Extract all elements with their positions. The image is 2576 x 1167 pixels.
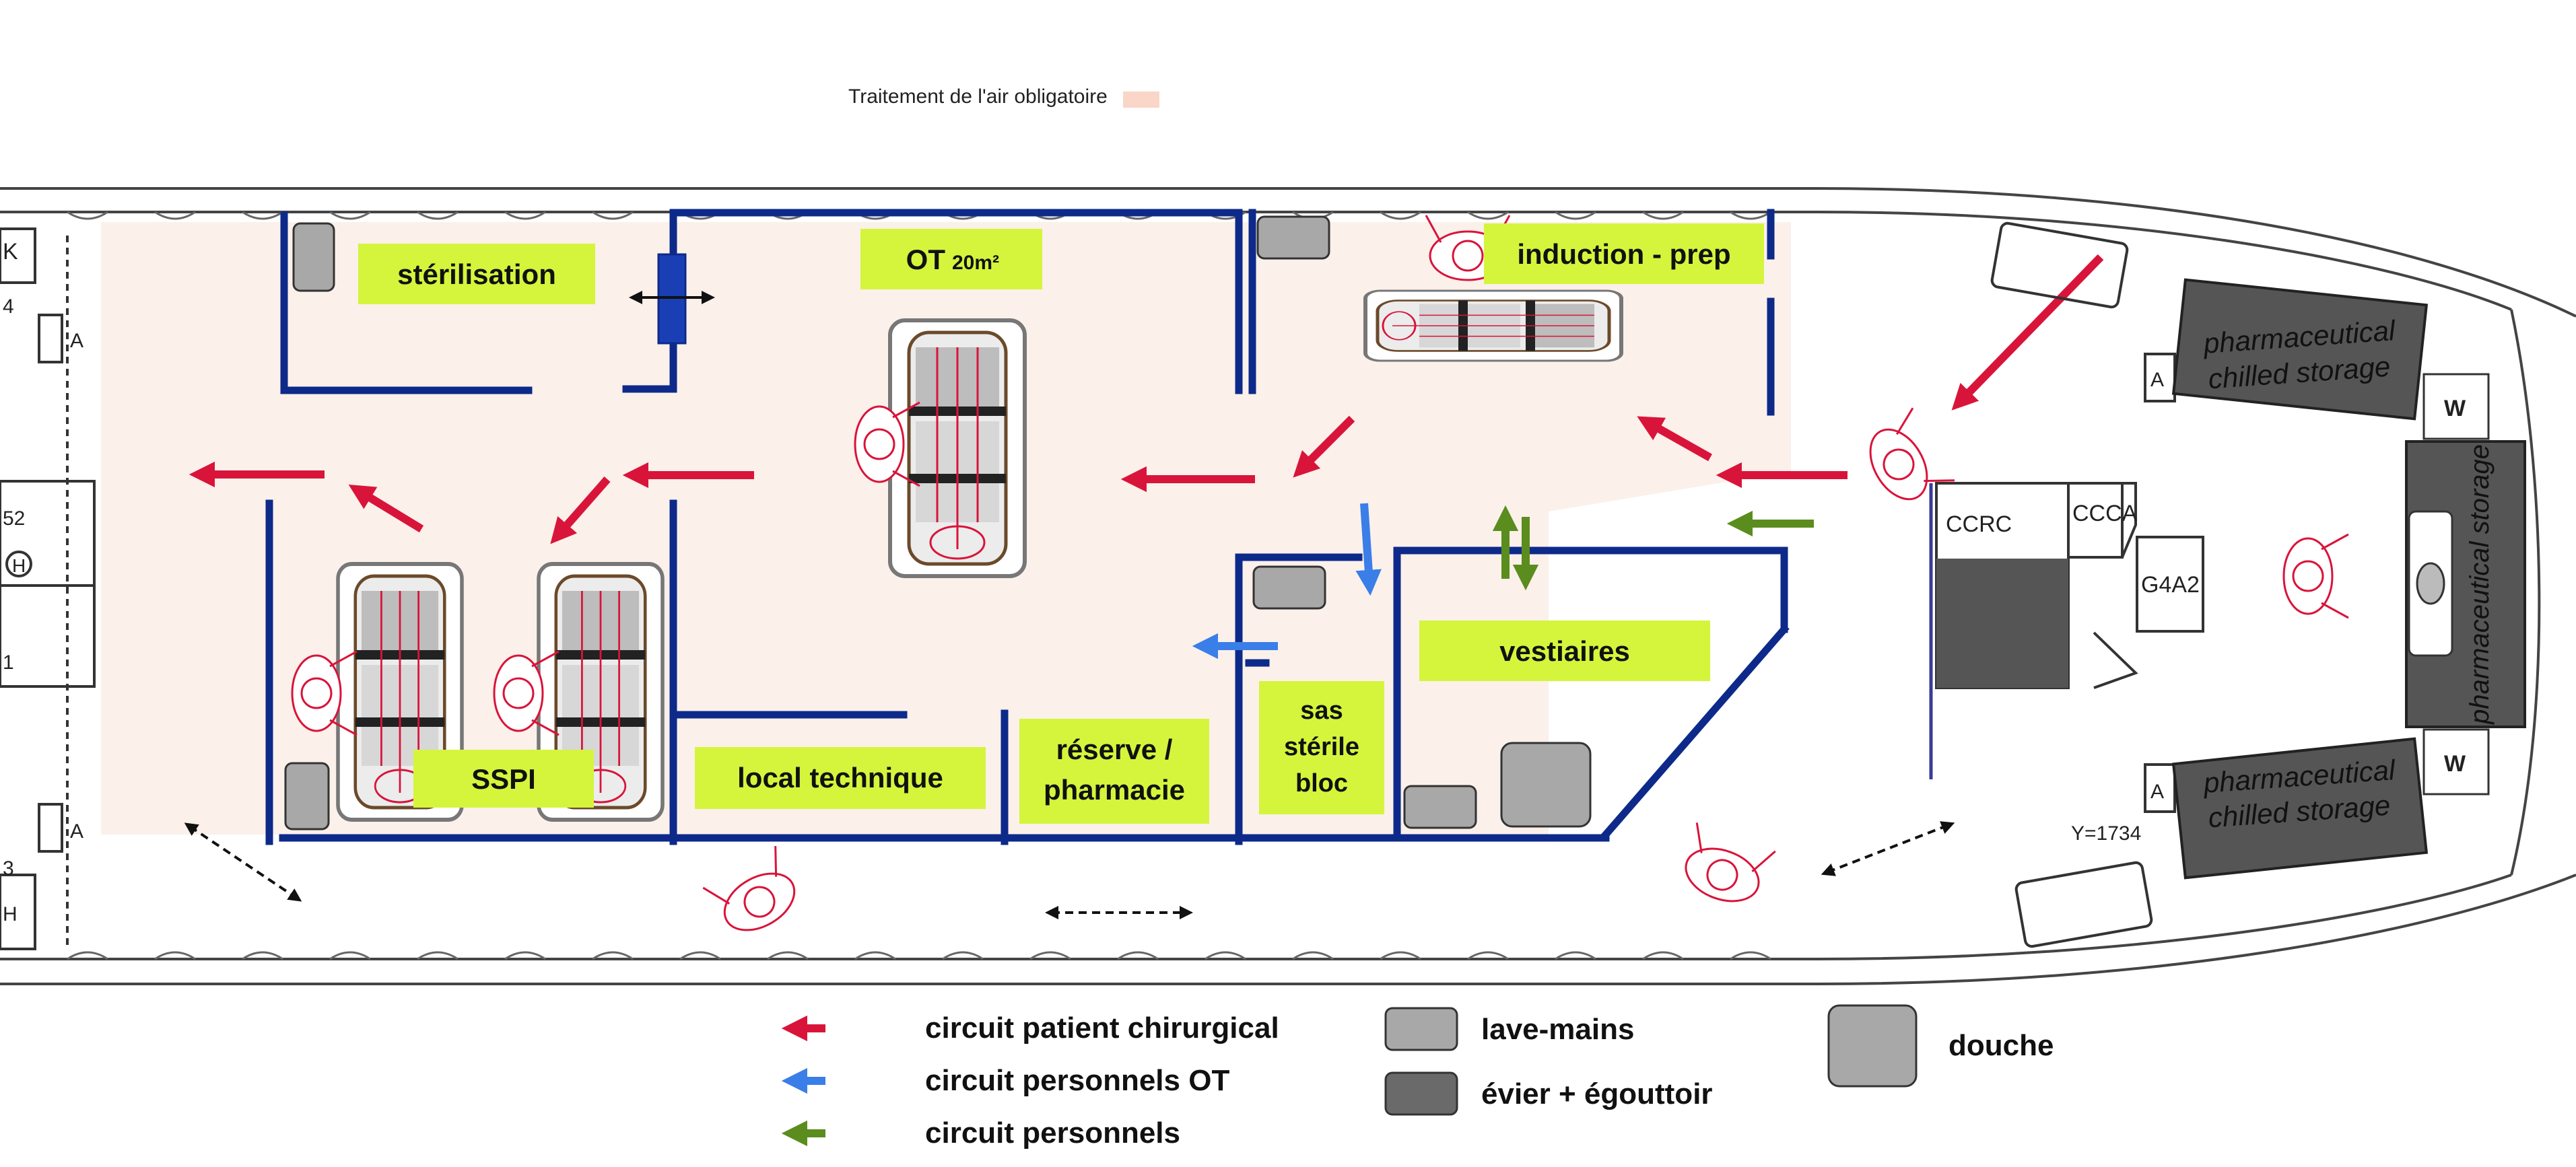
legend-personnel-ot: circuit personnels OT <box>925 1064 1229 1097</box>
legend-personnel: circuit personnels <box>925 1117 1180 1150</box>
label-sas-1: sas <box>1300 697 1343 725</box>
left-label-h2: H <box>3 903 18 925</box>
storage-top: pharmaceutical chilled storage <box>2171 278 2429 421</box>
lave-mains-sspi <box>284 762 330 830</box>
left-edge-modules <box>0 227 96 950</box>
patient-circuit-arrows <box>189 254 2104 544</box>
legend-lave-mains-swatch <box>1384 1007 1458 1051</box>
label-w-top: W <box>2444 396 2466 421</box>
walls <box>265 209 1790 845</box>
window-row-bottom <box>67 951 1771 960</box>
label-sterilisation: stérilisation <box>397 258 556 290</box>
label-local-technique: local technique <box>737 762 943 793</box>
label-ot-area: 20m² <box>952 252 999 274</box>
label-reserve-2: pharmacie <box>1044 774 1185 806</box>
storage-vertical: pharmaceutical storage <box>2405 440 2526 728</box>
left-label-a-top: A <box>70 330 83 352</box>
label-reserve-1: réserve / <box>1056 734 1173 765</box>
left-label-k: K <box>3 239 18 264</box>
label-sas-3: bloc <box>1295 769 1348 798</box>
legend-douche: douche <box>1948 1029 2054 1062</box>
air-treatment-note: Traitement de l'air obligatoire <box>848 85 1108 108</box>
galley-dark-block <box>1936 559 2068 688</box>
douche-vestiaires <box>1500 742 1592 828</box>
left-label-a-bottom: A <box>70 820 83 843</box>
movement-arrows <box>184 821 1955 919</box>
legend-evier: évier + égouttoir <box>1481 1077 1713 1110</box>
window-row-top <box>67 211 1771 220</box>
label-g4a2: G4A2 <box>2141 572 2200 598</box>
fixtures <box>284 215 1592 830</box>
lave-mains-sterilisation <box>292 222 335 292</box>
legend-patient: circuit patient chirurgical <box>925 1012 1279 1045</box>
label-sas-2: stérile <box>1284 733 1359 761</box>
lave-mains-sas <box>1252 565 1326 610</box>
storage-bottom: pharmaceutical chilled storage <box>2171 737 2429 880</box>
legend-douche-swatch <box>1827 1004 1918 1088</box>
induction-bed <box>1365 291 1621 361</box>
label-a-top: A <box>2150 369 2164 391</box>
label-induction: induction - prep <box>1517 238 1730 270</box>
personnel-ot-arrows <box>1192 503 1382 660</box>
label-a-bottom: A <box>2150 781 2164 803</box>
lave-mains-induction <box>1256 215 1330 260</box>
lave-mains-vestiaires <box>1403 785 1477 829</box>
label-sspi: SSPI <box>471 763 536 795</box>
left-label-52: 52 <box>3 507 25 530</box>
w-units <box>2422 373 2490 795</box>
room-labels: stérilisation OT 20m² induction - prep S… <box>358 223 1764 824</box>
personnel-arrows <box>1492 505 1814 591</box>
storage-vertical-label: pharmaceutical storage <box>2465 444 2495 725</box>
label-ccrc: CCRC <box>1946 511 2012 537</box>
label-ot: OT <box>906 244 946 275</box>
legend: circuit patient chirurgical circuit pers… <box>781 1004 2054 1150</box>
label-w-bottom: W <box>2444 751 2466 777</box>
air-treatment-swatch <box>1123 92 1159 108</box>
ot-table <box>890 320 1025 576</box>
left-label-3: 3 <box>3 857 14 880</box>
legend-evier-swatch <box>1384 1071 1458 1116</box>
left-label-4: 4 <box>3 295 14 318</box>
left-label-1: 1 <box>3 651 14 674</box>
fuselage-outline <box>0 187 2576 985</box>
label-vestiaires: vestiaires <box>1499 635 1630 667</box>
label-ccca: CCCA <box>2072 501 2138 526</box>
label-coord: Y=1734 <box>2071 822 2141 845</box>
legend-lave-mains: lave-mains <box>1481 1013 1634 1046</box>
left-label-h: H <box>12 555 26 576</box>
